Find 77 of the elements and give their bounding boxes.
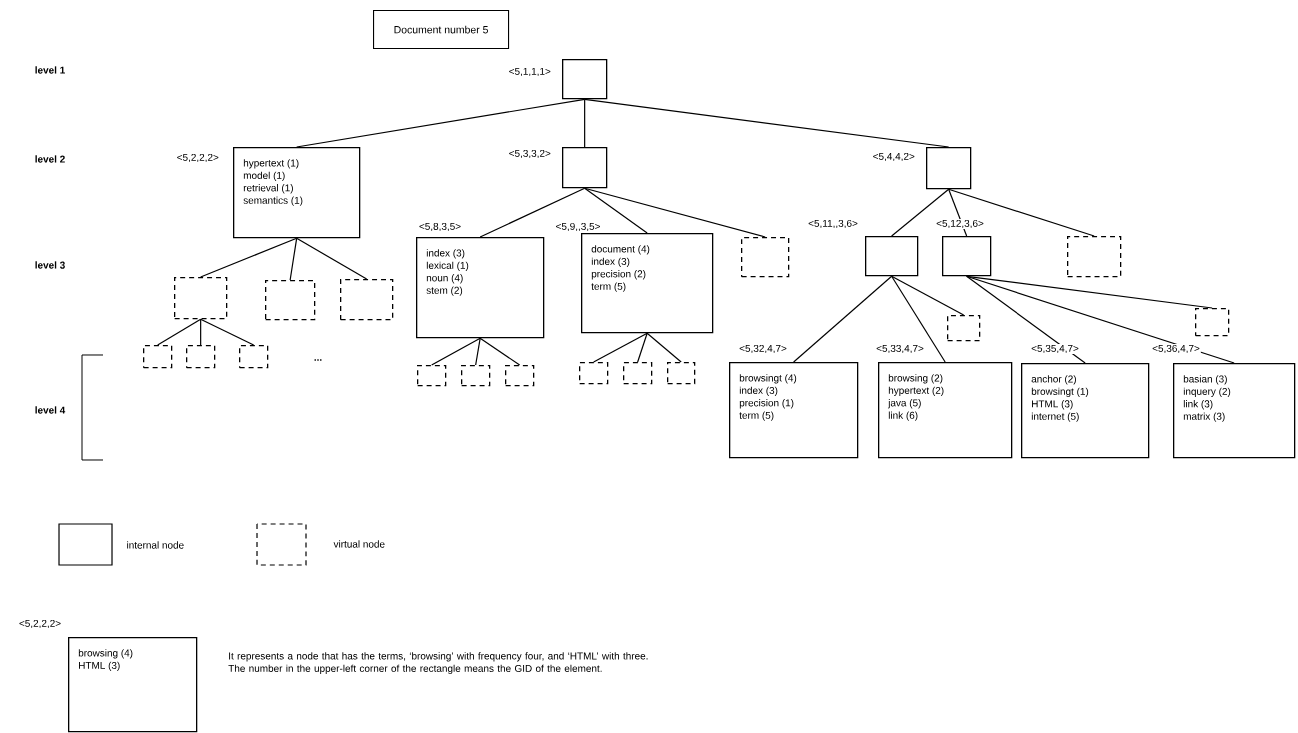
tree-line [296, 98, 586, 148]
virtual-node-box [461, 365, 491, 387]
tree-line [948, 188, 1095, 237]
gid-label: <5,35,4,7> [1030, 343, 1080, 355]
gid-label: <5,12,3,6> [935, 218, 985, 230]
gid-label: <5,2,2,2> [175, 152, 220, 164]
tree-line [289, 237, 298, 281]
title-box: Document number 5 [373, 10, 510, 50]
gid-label: <5,33,4,7> [875, 343, 925, 355]
virtual-node-box [741, 237, 790, 278]
tree-line [593, 332, 648, 363]
internal-node-box [942, 236, 992, 277]
virtual-node-box [186, 345, 216, 369]
tree-line [157, 318, 202, 346]
tree-line [966, 275, 1213, 309]
tree-line [479, 187, 586, 238]
tree-line [200, 318, 202, 346]
level-label: level 2 [35, 155, 65, 163]
dots: ... [314, 359, 322, 361]
tree-line [584, 187, 648, 234]
virtual-node-box [265, 280, 316, 321]
tree-line [431, 337, 481, 366]
tree-line [637, 332, 648, 363]
tree-line [793, 275, 893, 363]
term-box: document (4) index (3) precision (2) term (5) [581, 233, 714, 334]
tree-line [200, 237, 298, 278]
tree-line [584, 98, 950, 148]
gid-label: <5,1,1,1> [507, 66, 552, 78]
legend-label: internal node [127, 541, 184, 549]
virtual-node-box [239, 345, 269, 369]
legend-label: virtual node [333, 540, 385, 548]
term-box: browsing (2) hypertext (2) java (5) link (6) [878, 362, 1013, 459]
level-label: level 4 [35, 406, 66, 414]
tree-line [891, 275, 965, 316]
tree-line [479, 337, 521, 366]
explanation-text: It represents a node that has the terms, ‘browsing’ with frequency four, and ‘HTML’ with three. The number in the upper-left corner of the rectangle means the GID of the element. [228, 652, 648, 674]
gid-label: <5,4,4,2> [871, 151, 916, 163]
virtual-node-box [623, 362, 653, 385]
virtual-node-box [417, 365, 447, 387]
tree-line [966, 275, 1086, 364]
gid-label: <5,8,3,5> [417, 221, 463, 233]
internal-node-box [562, 147, 608, 189]
tree-line [646, 332, 682, 363]
tree-line [891, 188, 950, 237]
virtual-node-box [1067, 236, 1122, 278]
virtual-node-box [143, 345, 173, 369]
virtual-node-box [667, 362, 696, 385]
gid-label: <5,9,,3,5> [554, 221, 602, 233]
tree-line [584, 98, 586, 148]
internal-node-box [926, 147, 972, 190]
gid-label: <5,2,2,2> [17, 618, 63, 630]
tree-line [475, 337, 481, 366]
gid-label: <5,36,4,7> [1151, 343, 1201, 355]
gid-label: <5,11,,3,6> [807, 218, 859, 230]
level-label: level 1 [35, 66, 65, 74]
virtual-node-box [579, 362, 609, 385]
virtual-node-box [1195, 308, 1230, 337]
tree-line [584, 187, 766, 238]
term-box: browsing (4) HTML (3) [68, 637, 198, 733]
virtual-node-box [505, 365, 535, 387]
term-box: basian (3) inquery (2) link (3) matrix (3) [1173, 363, 1296, 459]
gid-label: <5,3,3,2> [507, 148, 552, 160]
tree-line [966, 275, 1235, 364]
virtual-node-box [947, 315, 981, 342]
gid-label: <5,32,4,7> [738, 343, 788, 355]
tree-line [891, 275, 946, 363]
virtual-node-box [340, 279, 394, 321]
virtual-node-box [174, 277, 228, 320]
tree-line [200, 318, 255, 346]
tree-line [296, 237, 368, 280]
term-box: hypertext (1) model (1) retrieval (1) semantics (1) [233, 147, 361, 239]
internal-node-box [865, 236, 919, 277]
term-box: anchor (2) browsingt (1) HTML (3) internet (5) [1021, 363, 1150, 459]
term-box: index (3) lexical (1) noun (4) stem (2) [416, 237, 545, 339]
term-box: browsingt (4) index (3) precision (1) term (5) [729, 362, 859, 459]
level-label: level 3 [35, 261, 65, 269]
internal-node-box [562, 59, 608, 100]
